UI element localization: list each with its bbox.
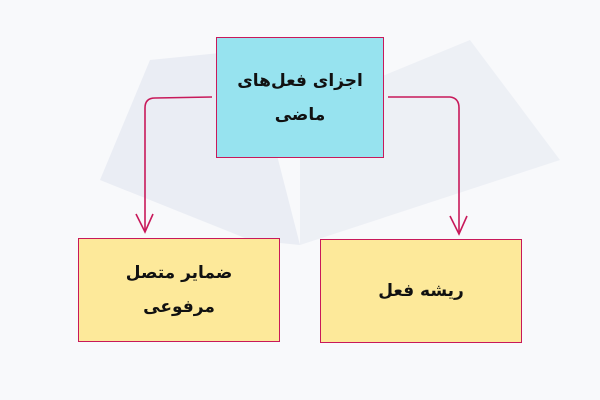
connector-right	[388, 96, 468, 236]
root-node-label: اجزای فعل‌های ماضی	[237, 70, 363, 125]
child-node-label: ضمایر متصل مرفوعی	[125, 263, 233, 317]
child-node-attached-pronouns: ضمایر متصل مرفوعی	[78, 238, 280, 342]
root-node: اجزای فعل‌های ماضی	[216, 37, 384, 158]
child-node-label: ریشه فعل	[378, 281, 464, 301]
child-node-verb-root: ریشه فعل	[320, 239, 522, 343]
connector-left	[135, 96, 213, 234]
